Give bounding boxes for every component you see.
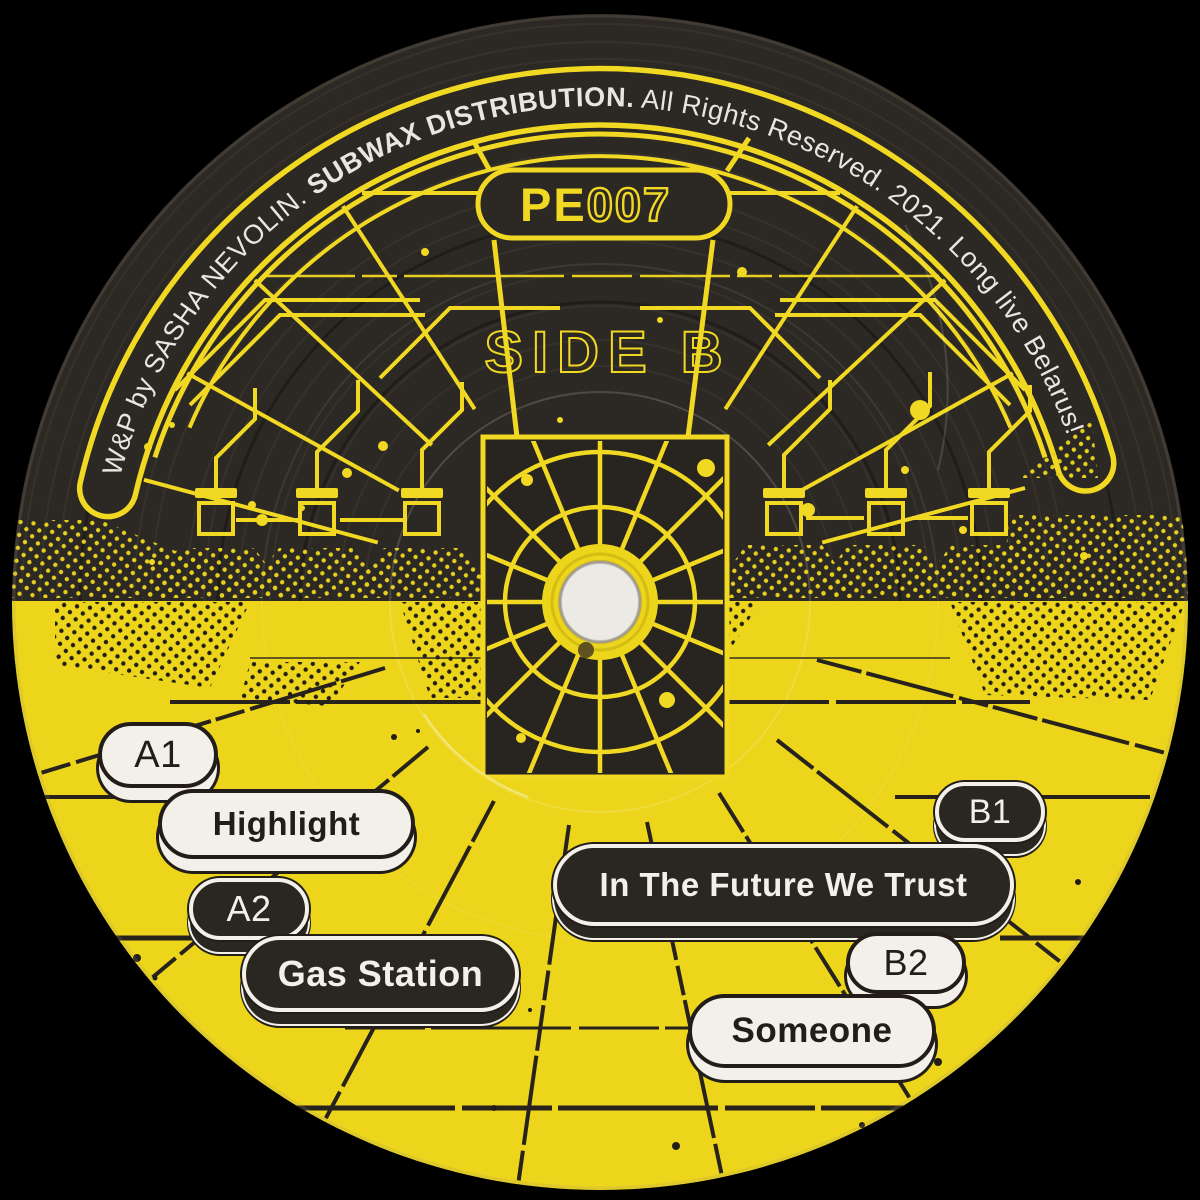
track-b2-title-badge: Someone: [688, 994, 936, 1068]
spindle: [542, 544, 658, 660]
circuit-traces: [173, 298, 1032, 522]
track-b2-position-badge: B2: [846, 932, 966, 994]
lamp-icon: [865, 488, 907, 536]
track-a1-position-badge: A1: [98, 722, 218, 788]
track-a2-position-badge: A2: [189, 878, 309, 940]
lamp-icon: [763, 488, 805, 536]
catalog-text: PE007: [520, 178, 671, 231]
scratch-arc: [423, 713, 529, 798]
web-node-dots: [516, 459, 715, 743]
spindle-hole-chip: [578, 642, 594, 658]
hanging-lamps: [195, 488, 1010, 536]
track-b1-position-badge: B1: [935, 782, 1045, 842]
lamp-icon: [195, 488, 237, 536]
trace-via-dots: [248, 400, 930, 526]
dome-arcs: [152, 131, 1048, 459]
disc-edge: [12, 14, 1188, 1190]
scratch-arc-2: [904, 224, 949, 471]
halftone-yellow-dots: [12, 420, 1188, 598]
lamp-icon: [968, 488, 1010, 536]
spindle-hole: [559, 561, 641, 643]
rim-capsule: [76, 65, 1117, 520]
lamp-icon: [296, 488, 338, 536]
track-a2-title-badge: Gas Station: [242, 936, 519, 1012]
pressing-ring: [389, 391, 811, 813]
lamp-icon: [401, 488, 443, 536]
side-title: SIDE B: [484, 320, 731, 385]
tower-lines: [470, 136, 752, 438]
catalog-badge: PE007: [475, 167, 733, 241]
track-a1-title-badge: Highlight: [158, 789, 415, 859]
track-b1-title-badge: In The Future We Trust: [553, 844, 1014, 926]
pressing-ring-outer: [261, 263, 939, 941]
